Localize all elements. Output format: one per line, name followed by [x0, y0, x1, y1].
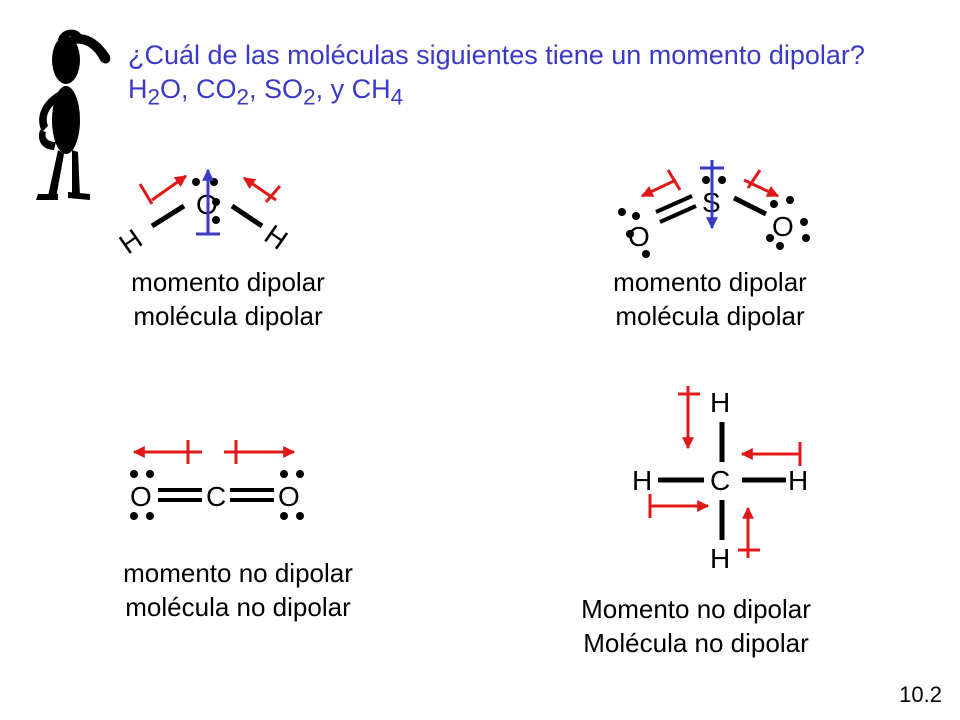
co2-carbon: C: [206, 481, 226, 512]
ch4-molecule: H C H H H: [632, 386, 808, 574]
co2-oxygen-left: O: [130, 481, 152, 512]
so2-double-bond: [655, 194, 697, 224]
page-number: 10.2: [899, 682, 942, 707]
h2o-hydrogen-left: H: [114, 223, 148, 260]
h2o-label-line2: molécula dipolar: [133, 301, 323, 331]
h2o-label-line1: momento dipolar: [131, 267, 325, 297]
co2-double-bonds: [158, 488, 274, 502]
h2o-molecule: O H H: [114, 168, 293, 260]
so2-label-line2: molécula dipolar: [615, 301, 805, 331]
co2-oxygen-right: O: [278, 481, 300, 512]
so2-bond-right: [732, 195, 768, 217]
ch4-carbon: C: [710, 465, 730, 496]
ch4-label-line2: Molécula no dipolar: [583, 628, 809, 658]
so2-molecule: S O O: [618, 160, 810, 258]
ch4-label: Momento no dipolar Molécula no dipolar: [516, 592, 876, 660]
h2o-net-dipole-arrow: [196, 168, 220, 236]
h2o-bond-left: [150, 203, 186, 229]
ch4-hydrogen-left: H: [632, 465, 652, 496]
so2-oxygen-left: O: [628, 221, 650, 252]
so2-lone-pairs: [618, 176, 810, 258]
so2-dipole-arrows: [640, 169, 780, 198]
ch4-hydrogen-right: H: [788, 465, 808, 496]
so2-label: momento dipolar molécula dipolar: [550, 265, 870, 333]
co2-molecule: O C O: [130, 440, 304, 520]
ch4-dipole-arrows: [648, 386, 802, 558]
so2-net-dipole-arrow: [700, 160, 724, 230]
so2-oxygen-right: O: [772, 211, 794, 242]
h2o-hydrogen-right: H: [259, 219, 293, 256]
ch4-hydrogen-top: H: [710, 387, 730, 418]
co2-label: momento no dipolar molécula no dipolar: [58, 556, 418, 624]
co2-dipole-arrows: [132, 440, 296, 464]
h2o-bond-right: [230, 203, 264, 229]
co2-label-line2: molécula no dipolar: [125, 592, 351, 622]
ch4-hydrogen-bottom: H: [710, 543, 730, 574]
ch4-label-line1: Momento no dipolar: [581, 594, 811, 624]
question-text: ¿Cuál de las moléculas siguientes tiene …: [128, 40, 865, 110]
h2o-label: momento dipolar molécula dipolar: [68, 265, 388, 333]
so2-label-line1: momento dipolar: [613, 267, 807, 297]
h2o-dipole-arrows: [138, 174, 282, 205]
co2-label-line1: momento no dipolar: [123, 558, 353, 588]
ch4-bonds: [658, 422, 786, 540]
co2-lone-pairs: [130, 470, 304, 520]
